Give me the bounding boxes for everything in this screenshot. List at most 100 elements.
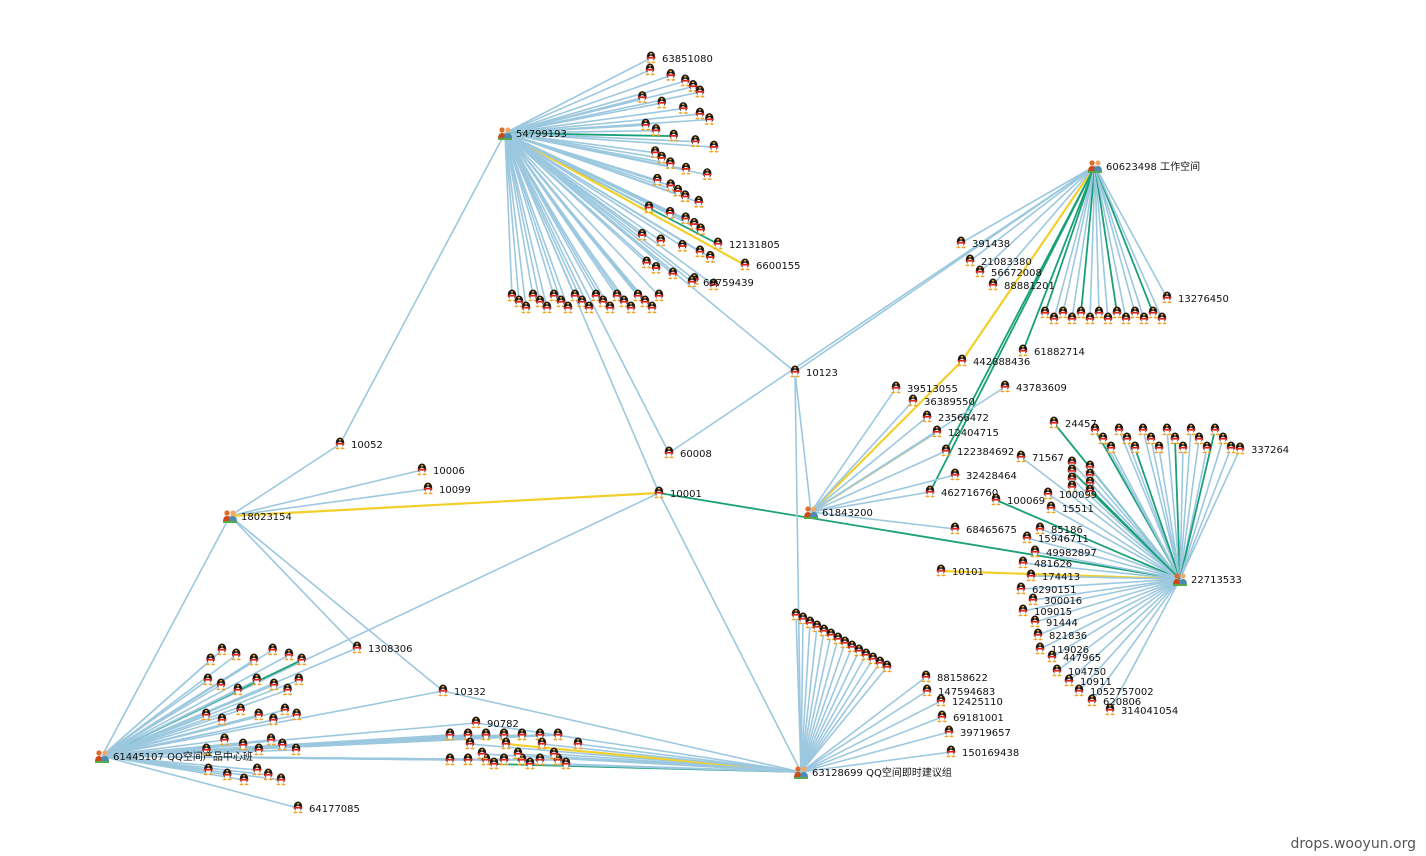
- user-node-481626[interactable]: 481626: [1018, 556, 1073, 571]
- user-node-54799193_c57[interactable]: [626, 301, 636, 314]
- user-node-109015[interactable]: 109015: [1018, 604, 1073, 619]
- user-node-61445107_c31[interactable]: [254, 708, 264, 721]
- user-node-60008[interactable]: 60008: [664, 446, 712, 461]
- user-node-10052[interactable]: 10052: [335, 437, 383, 452]
- user-node-61445107_c18[interactable]: [268, 643, 278, 656]
- user-node-91444[interactable]: 91444: [1030, 615, 1078, 630]
- user-node-61445107_c27[interactable]: [294, 673, 304, 686]
- user-node-10911[interactable]: 10911: [1064, 674, 1112, 689]
- user-node-54799193_c12[interactable]: [669, 129, 679, 142]
- user-node-391438[interactable]: 391438: [956, 236, 1011, 251]
- user-node-300016[interactable]: 300016: [1028, 593, 1083, 608]
- user-node-174413[interactable]: 174413: [1026, 569, 1081, 584]
- user-node-10332[interactable]: 10332: [438, 684, 486, 699]
- user-node-49982897[interactable]: 49982897: [1030, 545, 1097, 560]
- user-node-22713533_c15[interactable]: [1210, 423, 1220, 436]
- user-node-54799193_c48[interactable]: [563, 301, 573, 314]
- user-node-61882714[interactable]: 61882714: [1018, 344, 1085, 359]
- user-node-12404715[interactable]: 12404715: [932, 425, 999, 440]
- group-node-61445107[interactable]: 61445107 QQ空间产品中心班: [95, 750, 253, 763]
- user-node-61445107_c41[interactable]: [291, 743, 301, 756]
- user-node-61445107_c8[interactable]: [463, 753, 473, 766]
- user-node-54799193_c19[interactable]: [702, 168, 712, 181]
- user-node-6600155[interactable]: 6600155: [740, 258, 801, 273]
- user-node-63128699_c19[interactable]: [525, 757, 535, 770]
- user-node-54799193_c8[interactable]: [695, 107, 705, 120]
- user-node-88881201[interactable]: 88881201: [988, 278, 1055, 293]
- user-node-43783609[interactable]: 43783609: [1000, 380, 1067, 395]
- user-node-442888436[interactable]: 442888436: [957, 354, 1031, 369]
- user-node-60623498_c8[interactable]: [1112, 306, 1122, 319]
- user-node-61445107_c4[interactable]: [517, 728, 527, 741]
- user-node-22713533_c7[interactable]: [1146, 432, 1156, 445]
- user-node-24457[interactable]: 24457: [1049, 416, 1097, 431]
- user-node-54799193_c11[interactable]: [651, 124, 661, 136]
- user-node-12425110[interactable]: 12425110: [936, 694, 1003, 709]
- user-node-12131805[interactable]: 12131805: [713, 237, 780, 252]
- user-node-462716760[interactable]: 462716760: [925, 485, 999, 500]
- user-node-54799193_c23[interactable]: [680, 190, 690, 203]
- user-node-22713533_c9[interactable]: [1162, 423, 1172, 436]
- user-node-22713533_c13[interactable]: [1194, 432, 1204, 445]
- user-node-54799193_c2[interactable]: [680, 74, 690, 87]
- user-node-122384692[interactable]: 122384692: [941, 444, 1015, 459]
- user-node-61445107_c33[interactable]: [280, 703, 290, 716]
- user-node-61445107_c21[interactable]: [203, 673, 213, 686]
- user-node-60623498_c5[interactable]: [1085, 312, 1095, 325]
- user-node-39719657[interactable]: 39719657: [944, 725, 1011, 740]
- user-node-54799193_c61[interactable]: [654, 289, 664, 302]
- user-node-60623498_c1[interactable]: [1049, 312, 1059, 325]
- user-node-56672008[interactable]: 56672008: [975, 265, 1042, 280]
- user-node-10001[interactable]: 10001: [654, 486, 702, 501]
- user-node-61445107_c39[interactable]: [266, 733, 276, 746]
- user-node-10101[interactable]: 10101: [936, 564, 984, 579]
- user-node-10099[interactable]: 10099: [423, 482, 471, 497]
- user-node-54799193_c51[interactable]: [584, 301, 594, 314]
- user-node-60623498_c4[interactable]: [1076, 306, 1086, 319]
- user-node-23566472[interactable]: 23566472: [922, 410, 989, 425]
- user-node-54799193_c24[interactable]: [694, 195, 704, 208]
- user-node-54799193_c14[interactable]: [709, 140, 719, 153]
- user-node-60623498_c12[interactable]: [1148, 306, 1158, 319]
- user-node-61445107_c43[interactable]: [222, 768, 232, 781]
- user-node-61445107_c19[interactable]: [284, 648, 294, 661]
- user-node-54799193_c5[interactable]: [637, 91, 647, 103]
- user-node-63128699_c22[interactable]: [561, 757, 571, 770]
- user-node-54799193_c45[interactable]: [542, 301, 552, 314]
- user-node-100069[interactable]: 100069: [991, 493, 1046, 508]
- user-node-54799193_c60[interactable]: [647, 301, 657, 314]
- user-node-22713533_c12[interactable]: [1186, 423, 1196, 436]
- group-node-63128699[interactable]: 63128699 QQ空间即时建议组: [794, 766, 952, 779]
- user-node-54799193_c32[interactable]: [677, 239, 687, 252]
- user-node-54799193_c6[interactable]: [657, 96, 667, 109]
- user-node-85186[interactable]: 85186: [1035, 522, 1083, 537]
- user-node-68465675[interactable]: 68465675: [950, 522, 1017, 537]
- user-node-337264[interactable]: 337264: [1235, 442, 1290, 457]
- user-node-61445107_c44[interactable]: [239, 773, 249, 786]
- user-node-39513055[interactable]: 39513055: [891, 381, 958, 396]
- user-node-71567[interactable]: 71567: [1016, 450, 1064, 465]
- user-node-22713533_c1[interactable]: [1098, 432, 1108, 445]
- user-node-69759439[interactable]: 69759439: [687, 275, 754, 290]
- group-node-18023154[interactable]: 18023154: [223, 510, 292, 523]
- user-node-6290151[interactable]: 6290151: [1016, 582, 1077, 597]
- user-node-60623498_c6[interactable]: [1094, 306, 1104, 319]
- user-node-60623498_c3[interactable]: [1067, 312, 1077, 325]
- user-node-69181001[interactable]: 69181001: [937, 710, 1004, 725]
- user-node-60623498_c11[interactable]: [1139, 312, 1149, 325]
- user-node-620806[interactable]: 620806: [1087, 694, 1142, 709]
- user-node-54799193_c9[interactable]: [704, 113, 714, 125]
- user-node-150169438[interactable]: 150169438: [946, 745, 1020, 760]
- user-node-54799193_c7[interactable]: [678, 102, 688, 114]
- user-node-54799193_c54[interactable]: [605, 301, 615, 314]
- user-node-61445107_c26[interactable]: [283, 683, 293, 696]
- user-node-15511[interactable]: 15511: [1046, 501, 1094, 516]
- user-node-22713533_c6[interactable]: [1138, 423, 1148, 436]
- user-node-60623498_c13[interactable]: [1157, 312, 1167, 325]
- user-node-60623498_c10[interactable]: [1130, 306, 1140, 319]
- user-node-22713533_c17[interactable]: [1226, 441, 1236, 454]
- user-node-314041054[interactable]: 314041054: [1105, 703, 1179, 718]
- user-node-54799193_c0[interactable]: [645, 63, 655, 76]
- group-node-54799193[interactable]: 54799193: [498, 127, 567, 140]
- user-node-61445107_c47[interactable]: [276, 773, 286, 786]
